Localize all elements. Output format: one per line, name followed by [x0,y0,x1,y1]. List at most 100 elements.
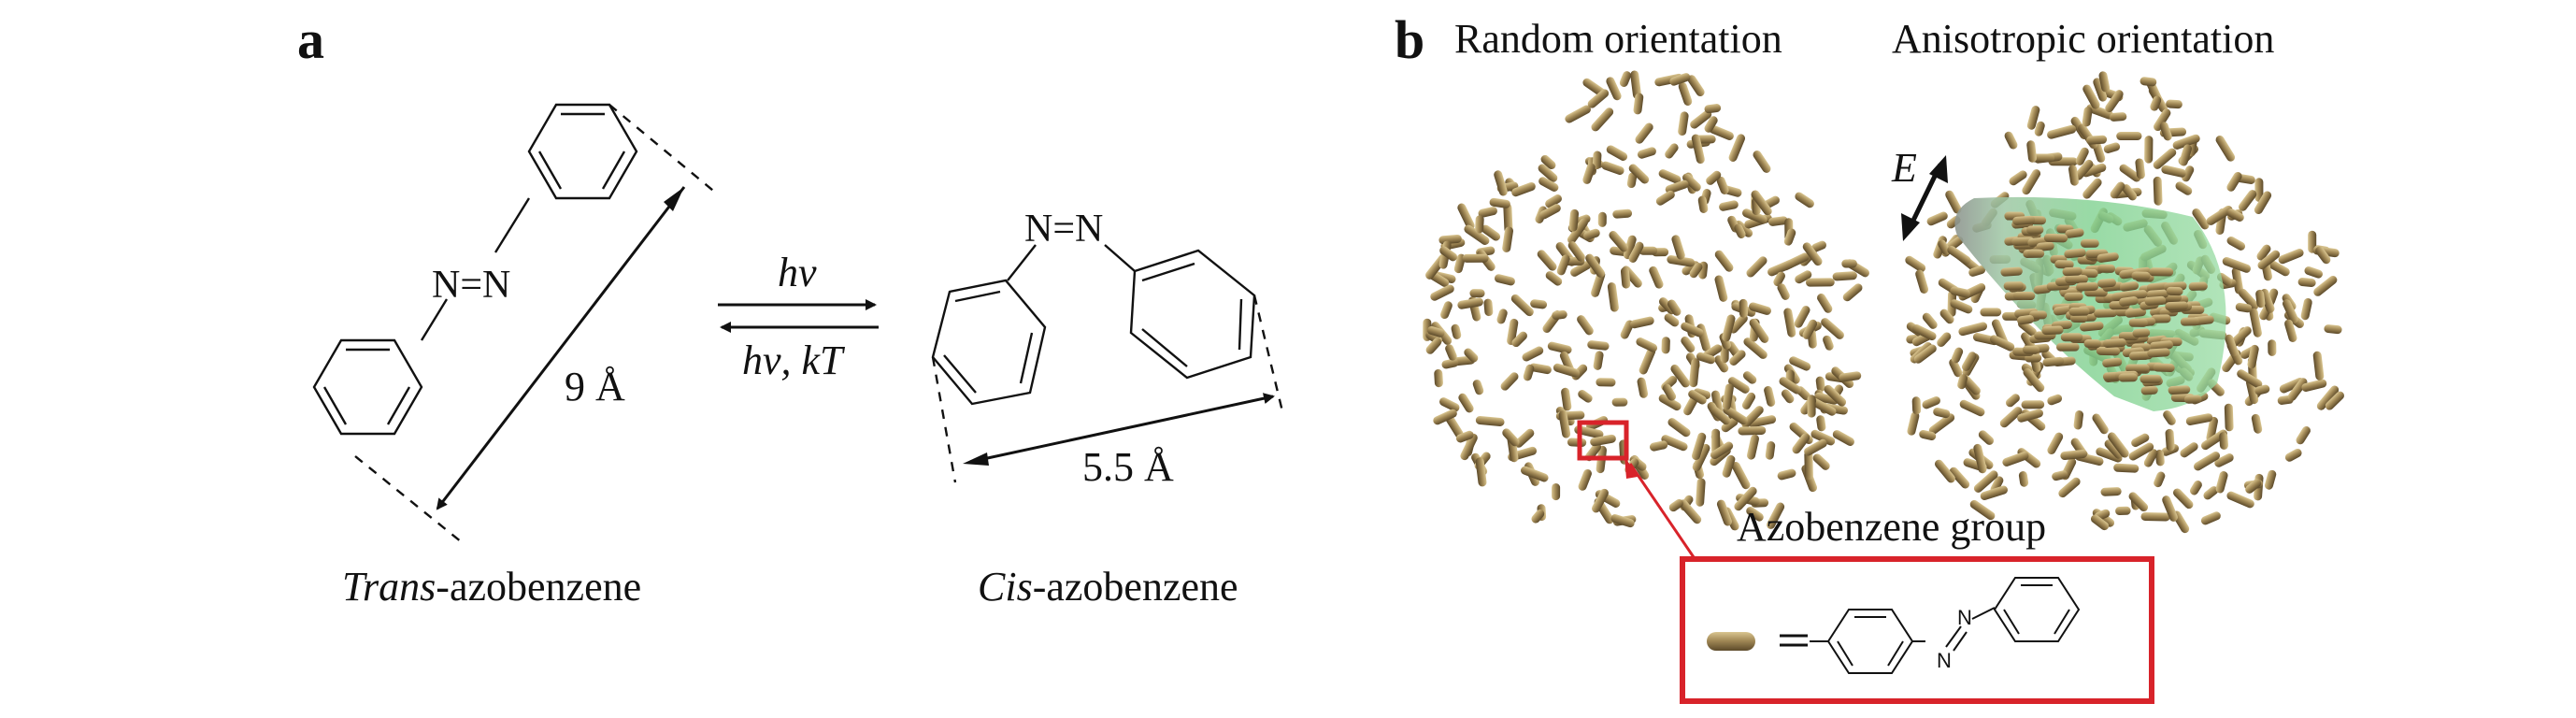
rod [1592,151,1602,170]
rod [1538,177,1559,192]
aligned-rod [2119,296,2139,307]
rod [1928,413,1955,435]
rod [1795,270,1812,284]
aligned-rod [2125,364,2150,373]
rod [2159,122,2172,141]
rod [1804,438,1827,456]
rod [2185,413,2213,425]
rod [1714,275,1728,302]
rod [2215,471,2228,494]
rod [2225,334,2239,357]
rod [1678,111,1689,136]
aligned-rod [2012,291,2036,300]
rod [1812,453,1830,470]
rod [2300,297,2312,321]
rod [2023,367,2039,386]
rod [2144,136,2154,164]
rod [2287,378,2308,401]
rod [2100,487,2122,496]
rod [2278,248,2304,265]
aligned-rod [2069,313,2088,323]
rod [1742,208,1767,224]
rod [1514,428,1535,448]
rod [1537,250,1557,271]
rod [1556,254,1570,276]
rod [2047,394,2063,406]
rod [1751,190,1772,216]
rod [1565,105,1591,123]
rod [1441,358,1459,369]
rod [2200,511,2221,525]
aligned-rod [2096,346,2121,356]
rod [1958,322,1988,337]
rod [2238,190,2257,211]
rod [1777,283,1790,300]
rod [1607,282,1619,312]
rod [1806,278,1835,287]
rod [1630,316,1654,329]
rod [1832,271,1857,281]
rod [1823,335,1834,351]
rod [1696,352,1716,365]
rod [1494,170,1508,196]
rod [2161,165,2186,178]
rod [2231,266,2244,294]
rod [2150,95,2162,111]
rod [1792,433,1810,454]
rod [1489,197,1510,208]
rod [2214,453,2234,467]
rod [1475,416,1505,426]
rod [1980,308,2002,317]
rod [2324,324,2342,335]
rod [1567,241,1585,262]
aligned-rod-field [2000,211,2214,404]
aligned-rod [2153,363,2175,373]
rod [1455,430,1474,443]
aligned-rod [2065,228,2084,238]
rod [1522,346,1544,362]
rod [2155,450,2165,467]
cis-length-label: 5.5 Å [1082,444,1174,490]
rod [1961,352,1977,371]
rod [2163,410,2176,425]
rod [1472,380,1484,395]
rod [1716,499,1732,526]
trans-lower-benzene-ring [312,338,423,436]
rod [1817,294,1833,313]
rod [1687,75,1705,96]
rod [1945,190,1962,214]
rod [1612,208,1633,219]
rod [1552,483,1561,501]
rod [2193,451,2221,471]
aligned-rod [2151,314,2171,323]
rod [2128,442,2154,461]
rod [2082,178,2102,199]
rod [2254,191,2272,215]
rod [1667,418,1691,438]
rod [1567,438,1587,447]
rod [2203,486,2219,500]
rod [1635,122,1653,144]
aligned-rod [2022,345,2040,354]
rod [1781,389,1795,404]
rod [2172,488,2194,510]
rod [1968,266,1986,277]
rod [2006,394,2020,408]
rod [1939,309,1954,324]
rod [1716,176,1729,194]
rod [1510,294,1534,317]
cis-left-benzene-ring [931,279,1047,406]
rod [1665,143,1679,159]
cis-azobenzene-structure: N=N 5.5 Å Cis-azo [931,208,1284,610]
rod [2068,165,2080,186]
rod [2235,302,2253,313]
rod [1949,467,1970,489]
rod [2113,463,2140,473]
rod [1636,337,1658,352]
rod [1691,432,1707,461]
aligned-rod [2128,318,2148,327]
rod [1749,302,1771,315]
rod [1583,228,1600,240]
aligned-rod [2147,348,2170,358]
